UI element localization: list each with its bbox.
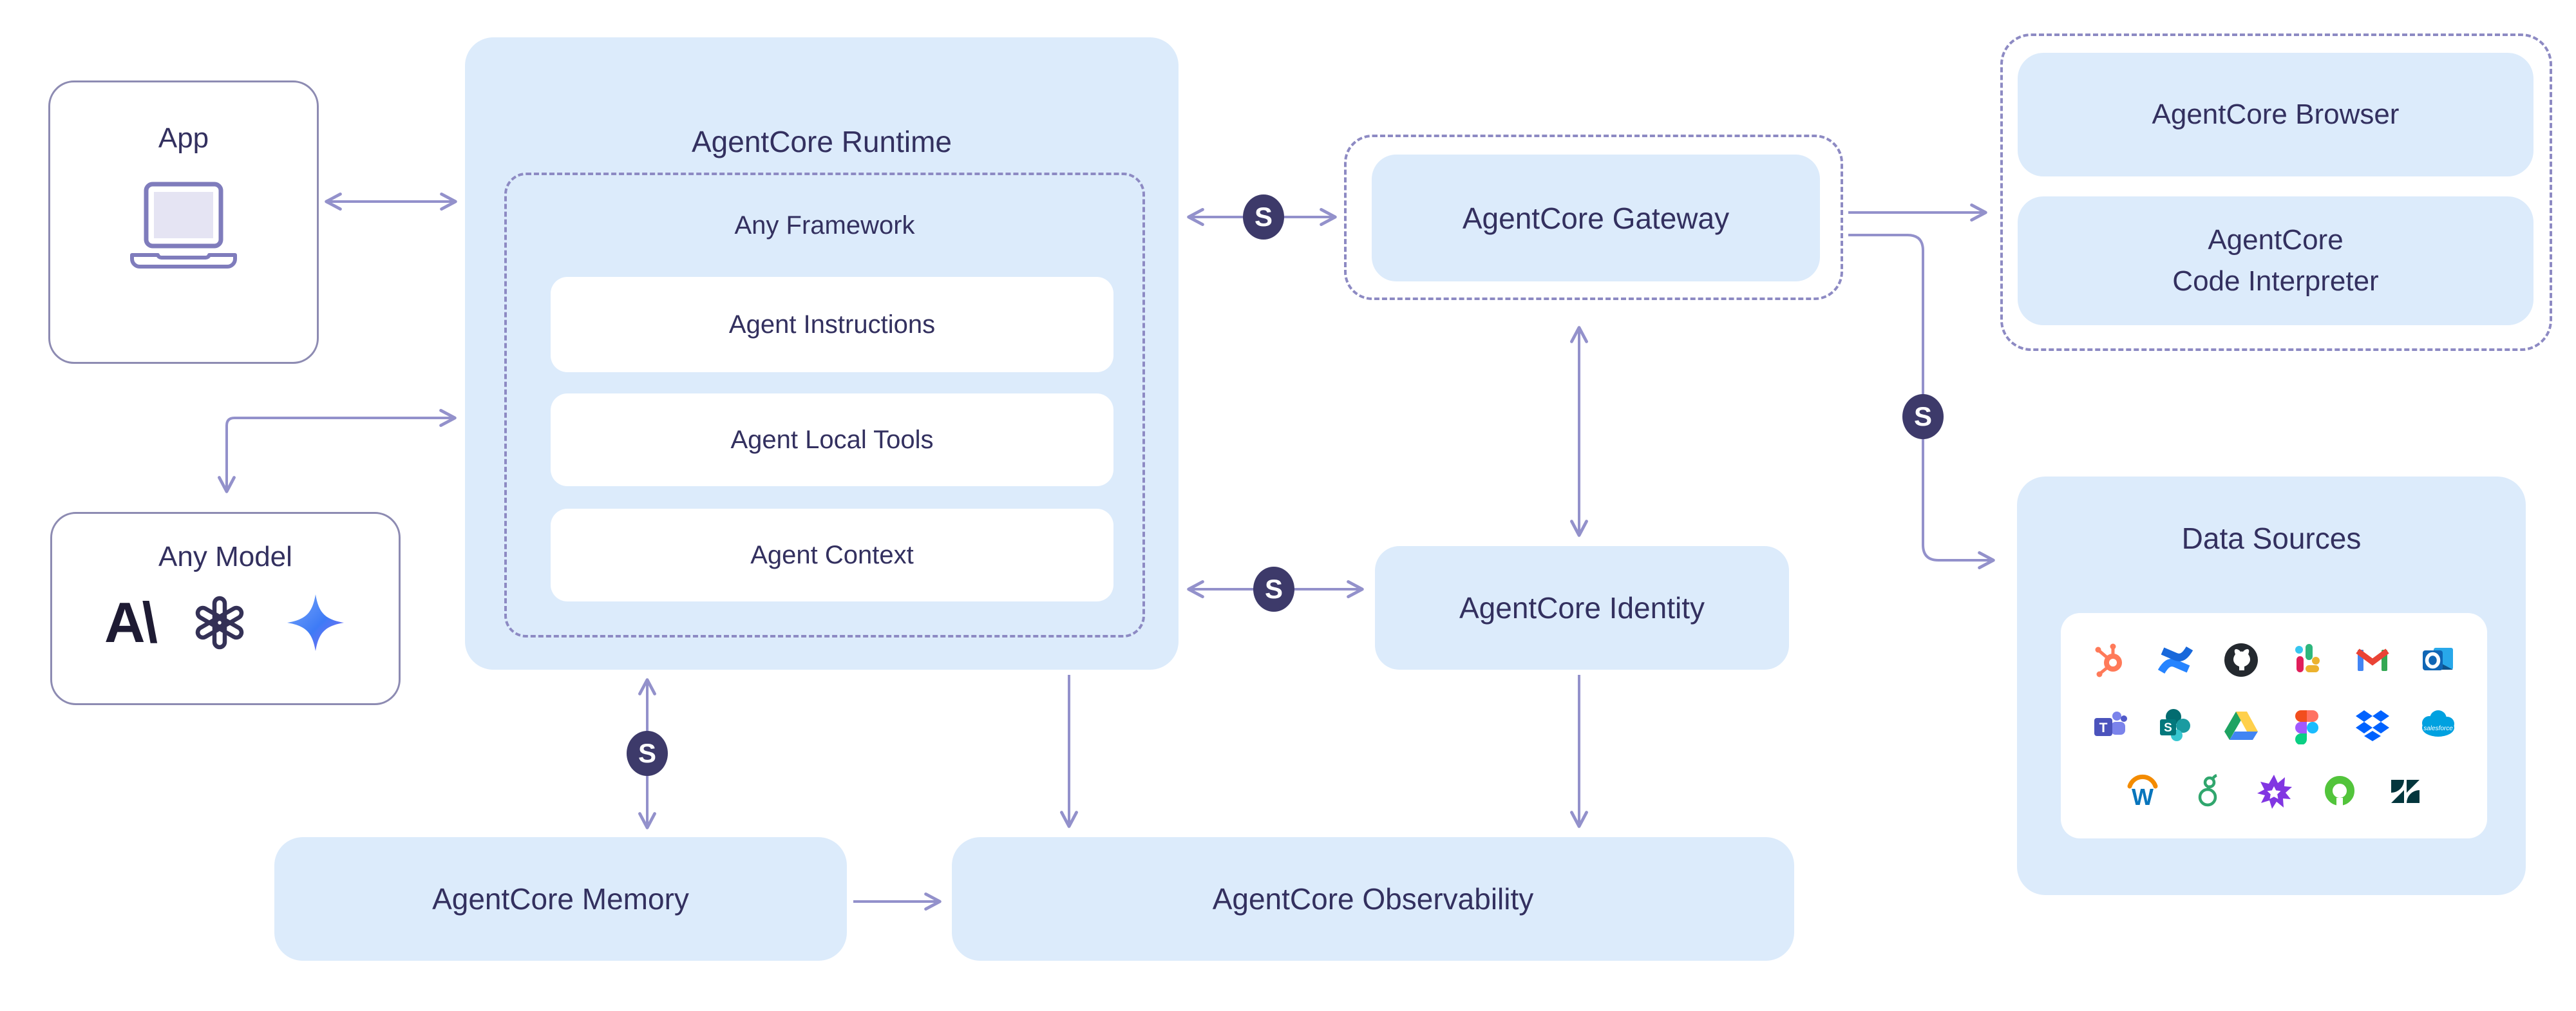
svg-text:salesforce: salesforce bbox=[2423, 725, 2453, 732]
browser-box: AgentCore Browser bbox=[2018, 53, 2533, 176]
any-framework-box: Any Framework Agent Instructions Agent L… bbox=[504, 173, 1145, 638]
data-sources-box: Data Sources bbox=[2017, 477, 2526, 895]
github-icon bbox=[2224, 643, 2258, 677]
agent-instructions-pill: Agent Instructions bbox=[551, 277, 1113, 372]
dropbox-icon bbox=[2356, 710, 2389, 741]
hubspot-icon bbox=[2095, 643, 2122, 677]
laptop-icon bbox=[130, 182, 237, 269]
app-box: App bbox=[48, 80, 319, 364]
figma-icon bbox=[2295, 710, 2318, 744]
gateway-box: AgentCore Gateway bbox=[1372, 155, 1820, 281]
data-source-row: T S bbox=[2091, 707, 2457, 744]
svg-text:S: S bbox=[2164, 721, 2172, 735]
agent-context-pill: Agent Context bbox=[551, 509, 1113, 601]
code-interpreter-line1: AgentCore bbox=[2208, 224, 2344, 256]
data-source-row bbox=[2091, 641, 2457, 679]
google-drive-icon bbox=[2224, 712, 2258, 740]
gmail-icon bbox=[2356, 648, 2389, 671]
teams-icon: T bbox=[2094, 712, 2127, 736]
observability-box: AgentCore Observability bbox=[952, 837, 1794, 961]
code-interpreter-line2: Code Interpreter bbox=[2172, 265, 2379, 297]
confluence-icon bbox=[2157, 646, 2193, 674]
svg-text:W: W bbox=[2132, 784, 2154, 810]
agent-local-tools-pill: Agent Local Tools bbox=[551, 393, 1113, 486]
slack-icon bbox=[2295, 644, 2320, 672]
salesforce-icon: salesforce bbox=[2422, 710, 2454, 737]
model-logos-row: A\ bbox=[104, 591, 346, 654]
gemini-icon bbox=[287, 594, 344, 651]
outlook-icon bbox=[2423, 648, 2453, 670]
green-ring-icon bbox=[2325, 776, 2354, 806]
identity-box: AgentCore Identity bbox=[1375, 546, 1789, 670]
secure-badge-gateway-datasources: S bbox=[1902, 394, 1944, 439]
any-model-label: Any Model bbox=[158, 541, 292, 572]
gong-icon bbox=[2257, 775, 2292, 809]
data-source-row: W bbox=[2124, 773, 2424, 810]
secure-badge-runtime-memory: S bbox=[627, 731, 668, 776]
greenhouse-icon bbox=[2198, 773, 2217, 807]
code-interpreter-box: AgentCore Code Interpreter bbox=[2018, 196, 2533, 325]
anthropic-icon: A\ bbox=[104, 591, 158, 654]
sharepoint-icon: S bbox=[2160, 709, 2190, 741]
runtime-box: AgentCore Runtime Any Framework Agent In… bbox=[465, 37, 1179, 670]
data-sources-title: Data Sources bbox=[2181, 522, 2362, 555]
workday-icon: W bbox=[2127, 774, 2158, 810]
openai-icon bbox=[195, 596, 244, 650]
zendesk-icon bbox=[2391, 780, 2420, 803]
wire-anymodel-runtime bbox=[218, 409, 457, 493]
browser-tools-dashed-box bbox=[2000, 33, 2552, 351]
secure-badge-runtime-gateway: S bbox=[1243, 194, 1284, 240]
data-sources-grid: T S bbox=[2061, 613, 2487, 838]
runtime-title: AgentCore Runtime bbox=[692, 125, 952, 158]
any-framework-title: Any Framework bbox=[734, 211, 915, 240]
gateway-dashed-box bbox=[1344, 135, 1843, 300]
svg-text:T: T bbox=[2099, 721, 2108, 735]
secure-badge-runtime-identity: S bbox=[1253, 567, 1294, 612]
memory-box: AgentCore Memory bbox=[274, 837, 847, 961]
any-model-box: Any Model A\ bbox=[50, 512, 401, 705]
app-label: App bbox=[158, 122, 209, 154]
